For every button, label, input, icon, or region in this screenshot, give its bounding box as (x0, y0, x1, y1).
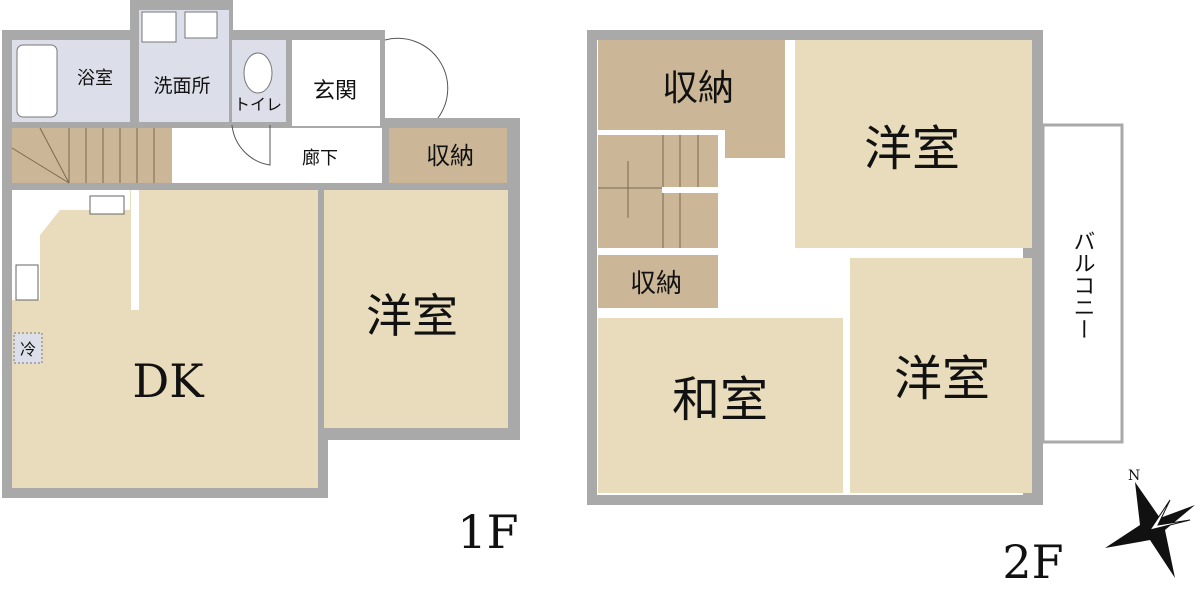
western-room-top (795, 40, 1032, 248)
entrance (292, 40, 380, 126)
kitchen-sink-icon (15, 264, 39, 301)
dk-label: DK (132, 354, 205, 408)
entrance-label: 玄関 (313, 79, 357, 104)
storage-label-1f: 収納 (426, 142, 474, 170)
north-label: N (1128, 468, 1140, 484)
bath-label: 浴室 (77, 68, 113, 89)
stove-icon (89, 195, 125, 215)
storage-small (598, 255, 718, 308)
fridge-label: 冷 (20, 340, 36, 359)
corridor (172, 128, 382, 183)
floor-2: 収納 洋室 収納 和室 洋室 バルコニー 2F (587, 30, 1124, 589)
fridge-box (13, 332, 43, 364)
entrance-door-icon[interactable] (384, 37, 449, 119)
western-label-1f: 洋室 (366, 289, 458, 343)
western-room-1f (324, 190, 508, 428)
japanese-label: 和室 (672, 372, 768, 428)
western-room-bottom (850, 258, 1032, 493)
floor-1-label: 1F (457, 505, 518, 559)
western-top-label: 洋室 (864, 121, 960, 177)
toilet-icon (243, 52, 273, 94)
balcony-label: バルコニー (1070, 230, 1095, 340)
stair-lines (11, 127, 155, 184)
storage-top-label: 収納 (662, 68, 734, 109)
dk-room (12, 190, 318, 488)
floor-1: 浴室 洗面所 トイレ 玄関 廊下 収納 DK 冷 洋室 1F (2, 0, 520, 559)
washing-machine-icon (141, 11, 177, 43)
kitchen-counter (12, 190, 130, 300)
storage-top (598, 40, 785, 158)
bathtub-icon (16, 44, 58, 118)
japanese-room (598, 318, 843, 493)
storage-1f (389, 128, 507, 183)
sink-icon (184, 11, 218, 39)
floor-2-label: 2F (1002, 535, 1063, 589)
door-swing-icon (231, 124, 271, 166)
washroom-label: 洗面所 (153, 75, 210, 97)
corridor-label: 廊下 (302, 148, 338, 169)
western-bottom-label: 洋室 (894, 351, 990, 407)
storage-small-label: 収納 (630, 269, 682, 299)
partition-wall (131, 190, 139, 310)
stairs-1f (12, 128, 172, 183)
balcony (1041, 123, 1124, 444)
compass-icon: N (1105, 468, 1195, 578)
toilet-label: トイレ (234, 95, 282, 114)
